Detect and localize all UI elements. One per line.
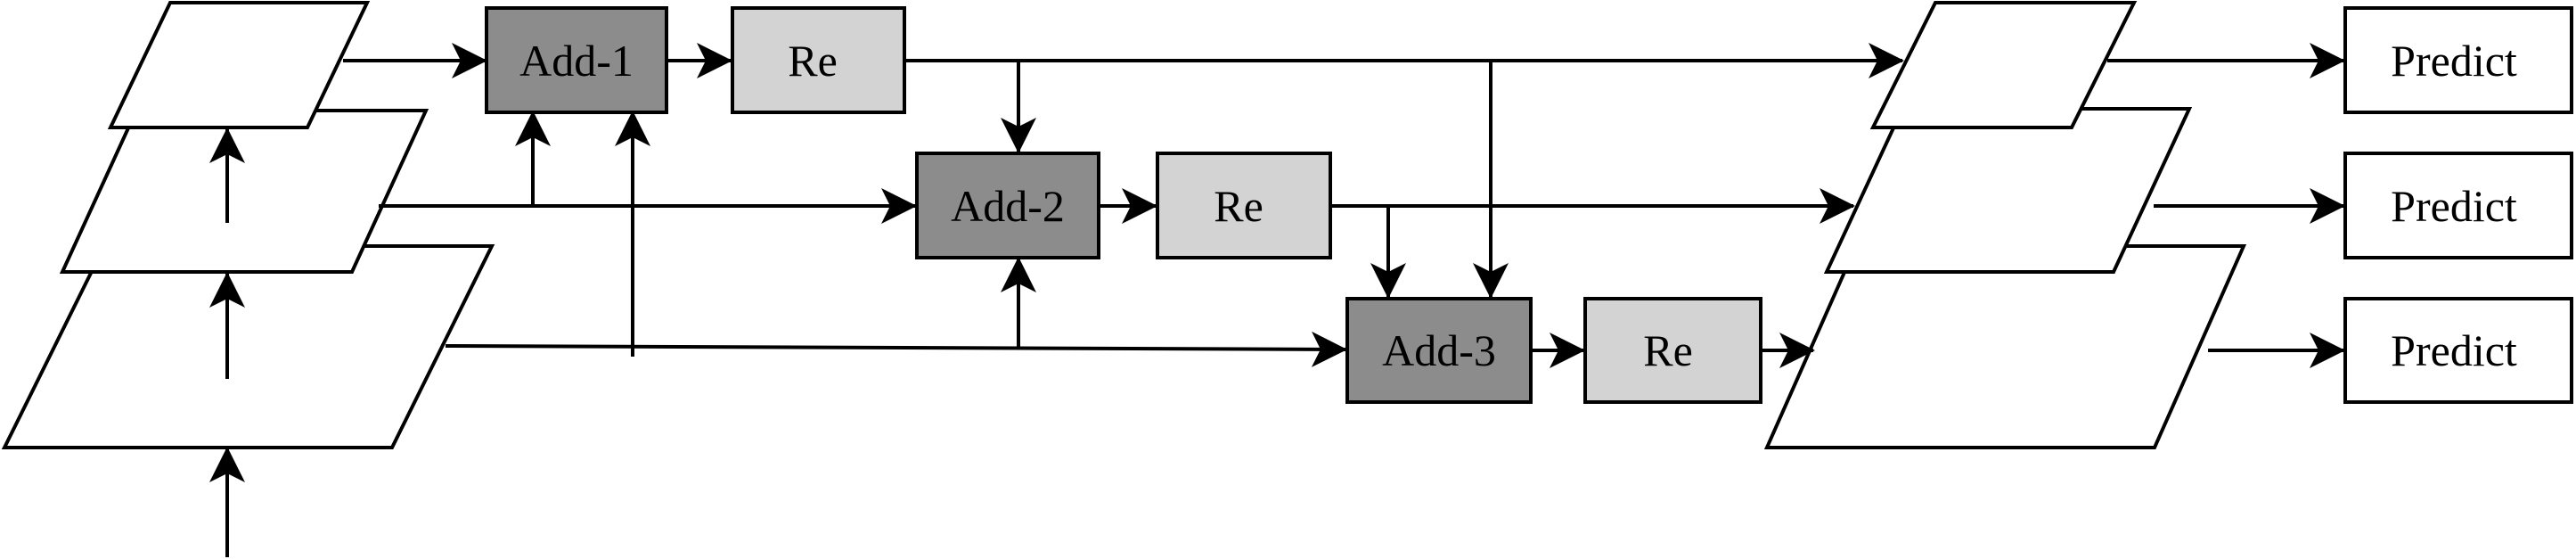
predict2-node: Predict	[2343, 152, 2573, 259]
output-plane-large	[1763, 244, 2247, 449]
connections	[209, 43, 2345, 557]
output-plane-medium	[1823, 107, 2193, 274]
add3-label: Add-3	[1382, 325, 1496, 375]
add1-box	[485, 6, 668, 114]
re3-label: Re	[1643, 325, 1693, 375]
re1-box	[731, 6, 906, 114]
add3-box	[1345, 297, 1533, 404]
predict3-node: Predict	[2343, 297, 2573, 404]
add2-node: Add-2	[915, 152, 1100, 259]
add2-box	[915, 152, 1100, 259]
backbone-feature-pyramid	[1, 1, 495, 449]
re3-node: Re	[1583, 297, 1762, 404]
output-feature-pyramid	[1763, 0, 2247, 449]
predict1-box	[2343, 6, 2573, 114]
re2-box	[1156, 152, 1332, 259]
re1-label: Re	[788, 36, 838, 86]
predict3-box	[2343, 297, 2573, 404]
add1-label: Add-1	[519, 36, 634, 86]
predict2-label: Predict	[2391, 181, 2517, 231]
add3-node: Add-3	[1345, 297, 1533, 404]
output-plane-small	[1869, 0, 2138, 129]
re3-box	[1583, 297, 1762, 404]
predict1-node: Predict	[2343, 6, 2573, 114]
re1-node: Re	[731, 6, 906, 114]
large-plane-to-add3	[445, 331, 1347, 367]
re2-node: Re	[1156, 152, 1332, 259]
predict3-label: Predict	[2391, 325, 2517, 375]
backbone-plane-medium	[59, 109, 429, 274]
backbone-plane-large	[1, 244, 495, 449]
add2-label: Add-2	[951, 181, 1065, 231]
add1-node: Add-1	[485, 6, 668, 114]
predict1-label: Predict	[2391, 36, 2517, 86]
re2-label: Re	[1214, 181, 1263, 231]
predict2-box	[2343, 152, 2573, 259]
